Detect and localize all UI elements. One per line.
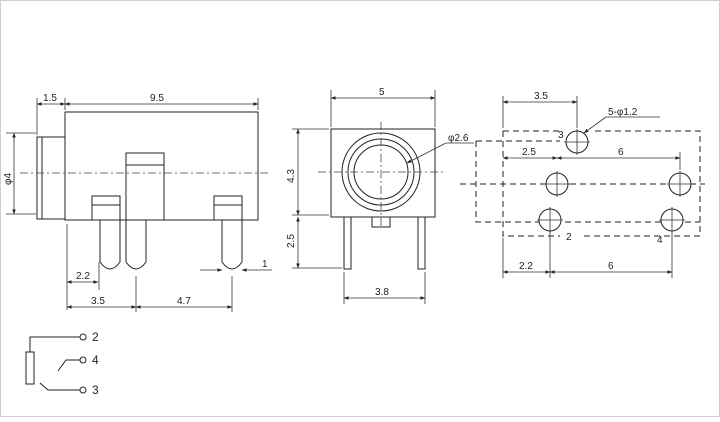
schematic-wire-2 bbox=[29, 336, 80, 352]
dim-width: 5 bbox=[379, 87, 385, 98]
dim-pin-offset: 1 bbox=[262, 259, 268, 270]
schematic-pin-label-4: 4 bbox=[92, 353, 99, 367]
dim-pin-dist-a: 3.5 bbox=[91, 296, 105, 307]
dim-height: φ4 bbox=[3, 173, 14, 185]
dim-leg-spacing: 3.8 bbox=[375, 287, 389, 298]
side-nose bbox=[36, 136, 66, 220]
schematic-terminal-2 bbox=[79, 333, 87, 341]
pcb-pin-label-4: 4 bbox=[657, 235, 663, 246]
dim-top-main: 9.5 bbox=[150, 93, 164, 104]
dim-bottom-left: 2.2 bbox=[519, 261, 533, 272]
side-pin-1 bbox=[99, 220, 121, 270]
schematic-pin-label-3: 3 bbox=[92, 383, 99, 397]
schematic-wire-3 bbox=[39, 382, 80, 391]
pcb-pin-label-2: 2 bbox=[566, 232, 572, 243]
pcb-outline-left bbox=[502, 131, 560, 237]
side-body bbox=[64, 111, 259, 221]
dim-pin-pitch: 2.2 bbox=[76, 271, 90, 282]
dim-leg-height: 2.5 bbox=[286, 234, 297, 248]
schematic-terminal-3 bbox=[79, 386, 87, 394]
side-top-lug bbox=[125, 152, 165, 221]
front-view: 5 4.3 2.5 φ2.6 3.8 bbox=[286, 87, 474, 304]
schematic: 2 4 3 bbox=[25, 330, 99, 397]
dim-body-height: 4.3 bbox=[286, 169, 297, 183]
dim-span-top: 6 bbox=[618, 147, 624, 158]
front-leg-left bbox=[343, 216, 352, 270]
front-leg-right bbox=[417, 216, 426, 270]
pcb-outline-right bbox=[580, 130, 701, 237]
leader-line bbox=[583, 116, 607, 134]
dim-span-bottom: 6 bbox=[608, 261, 614, 272]
side-pin-3 bbox=[221, 220, 243, 270]
dim-hole-spec: 5-φ1.2 bbox=[608, 107, 638, 118]
front-nub bbox=[371, 216, 391, 228]
pcb-pin-label-3: 3 bbox=[558, 130, 564, 141]
dim-top-left: 1.5 bbox=[43, 93, 57, 104]
side-pin-2 bbox=[125, 220, 147, 270]
dim-bore: φ2.6 bbox=[448, 133, 469, 144]
dim-left-gap: 2.5 bbox=[522, 147, 536, 158]
pcb-layout: 3 2 4 3.5 5-φ1.2 2.5 6 2.2 6 bbox=[460, 91, 705, 278]
pcb-outline-lower bbox=[475, 141, 700, 223]
schematic-sleeve bbox=[25, 351, 35, 385]
side-tab-left bbox=[91, 195, 121, 221]
dim-top-offset: 3.5 bbox=[534, 91, 548, 102]
side-tab-right bbox=[213, 195, 243, 221]
leader-line bbox=[406, 142, 447, 164]
front-body bbox=[330, 128, 436, 218]
schematic-pin-label-2: 2 bbox=[92, 330, 99, 344]
schematic-wire-4 bbox=[57, 359, 80, 372]
schematic-terminal-4 bbox=[79, 356, 87, 364]
side-view: 1.5 9.5 φ4 2.2 1 3.5 4.7 bbox=[3, 93, 272, 312]
dim-pin-dist-b: 4.7 bbox=[177, 296, 191, 307]
